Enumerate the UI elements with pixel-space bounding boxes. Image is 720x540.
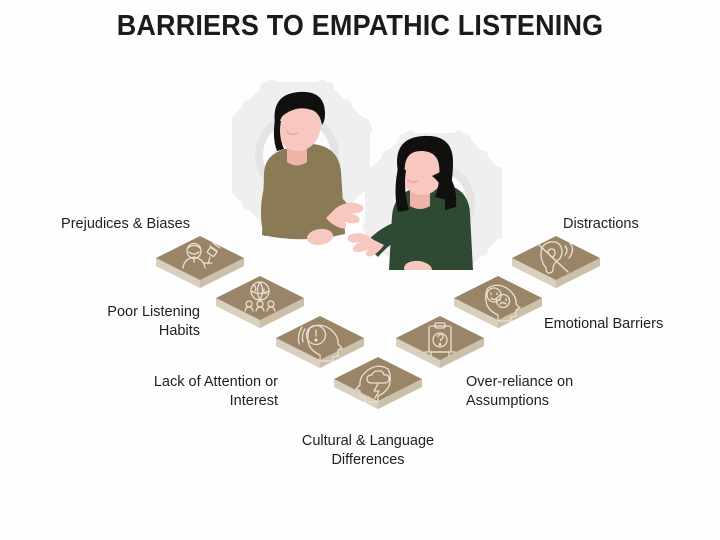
globe-people-icon	[244, 281, 276, 312]
figure-woman	[347, 135, 473, 270]
label-emotional-barriers: Emotional Barriers	[544, 316, 664, 332]
two-people-conversation-illustration	[232, 80, 502, 270]
tile-prejudices-biases[interactable]	[152, 232, 248, 296]
label-over-reliance-assumptions: Over-reliance on Assumptions	[466, 374, 574, 409]
tile-distractions[interactable]	[508, 232, 604, 296]
label-cultural-language-differences: Cultural & Language Differences	[301, 433, 435, 468]
head-emotions-icon	[485, 284, 521, 322]
page-title: BARRIERS TO EMPATHIC LISTENING	[116, 10, 604, 42]
label-distractions: Distractions	[563, 216, 639, 232]
tile-cultural-language-differences[interactable]	[330, 353, 426, 417]
tile-over-reliance-assumptions[interactable]	[392, 312, 488, 376]
head-exclamation-icon	[297, 324, 343, 362]
label-lack-of-attention: Lack of Attention or Interest	[153, 374, 278, 409]
tile-lack-of-attention[interactable]	[272, 312, 368, 376]
label-prejudices-biases: Prejudices & Biases	[61, 216, 190, 232]
judge-gavel-icon	[182, 242, 221, 269]
label-poor-listening-habits: Poor Listening Habits	[107, 304, 200, 339]
clipboard-question-icon	[424, 322, 456, 357]
head-storm-cloud-icon	[355, 365, 391, 403]
figure-man	[260, 91, 364, 246]
tile-emotional-barriers[interactable]	[450, 272, 546, 336]
ear-muted-icon	[537, 241, 574, 274]
tile-poor-listening-habits[interactable]	[212, 272, 308, 336]
